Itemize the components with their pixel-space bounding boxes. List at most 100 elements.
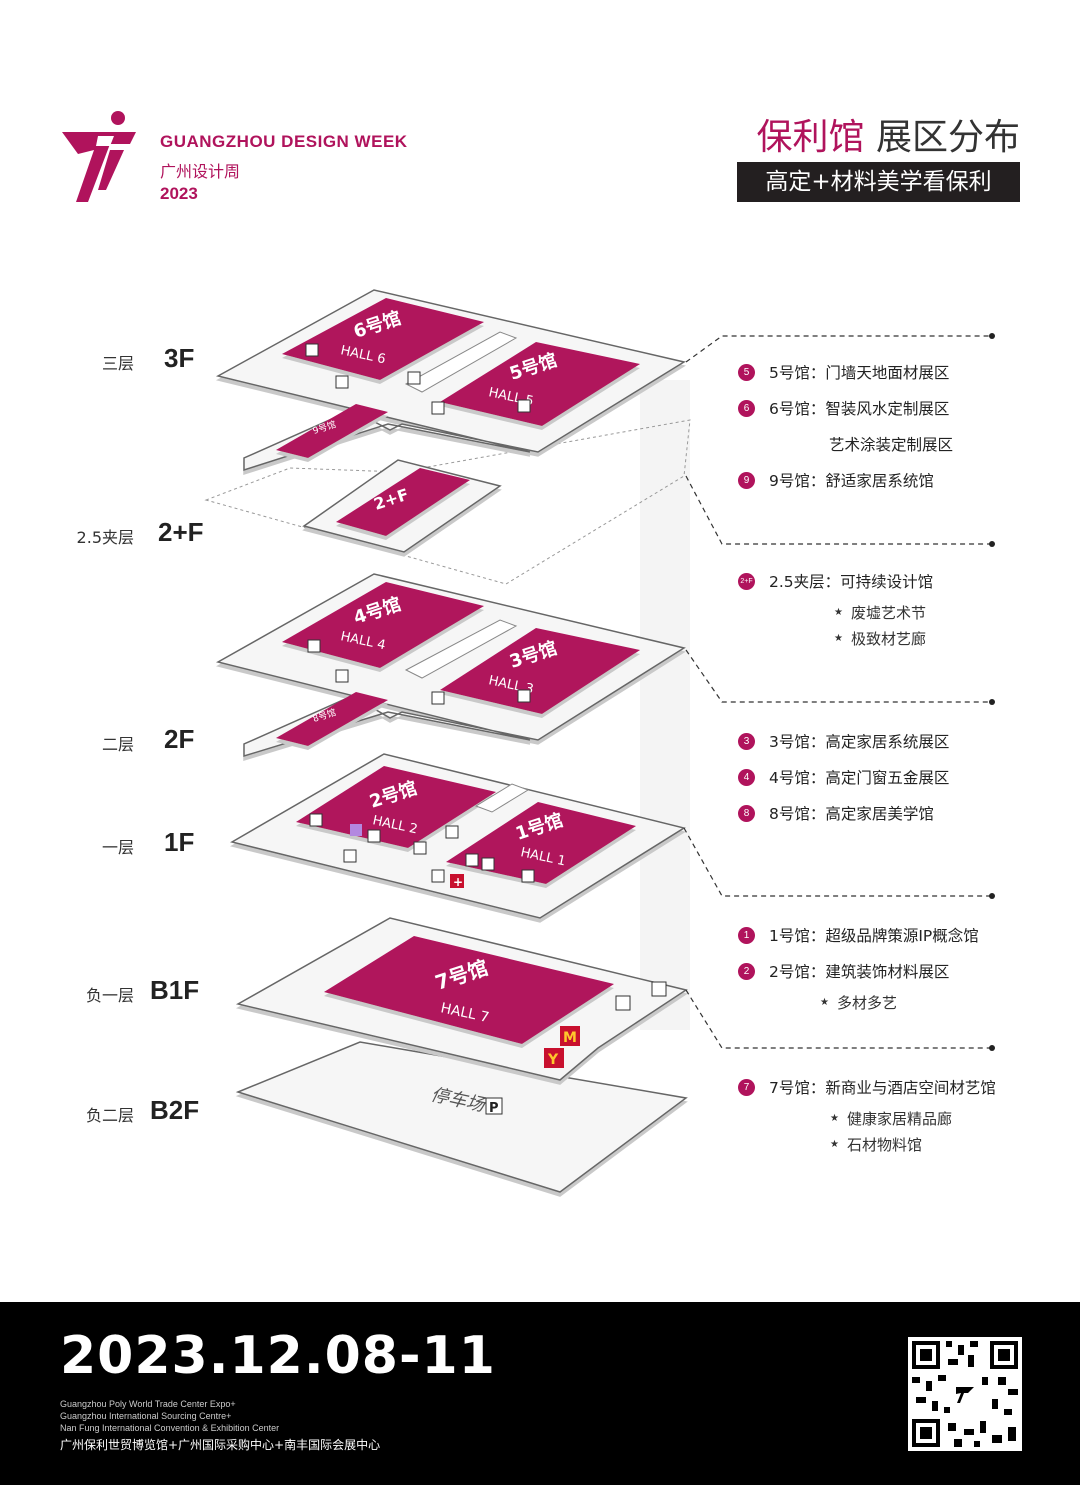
hall-7-block (324, 936, 614, 1044)
floor-1f: 2号馆 HALL 2 1号馆 HALL 1 + (230, 753, 686, 919)
legend-item-1: 1 1号馆：超级品牌策源IP概念馆 (738, 917, 1058, 953)
kfc-icon (544, 1048, 564, 1068)
floor-2f: 4号馆 HALL 4 3号馆 HALL 3 8号馆 (215, 573, 686, 758)
title-rest: 展区分布 (875, 117, 1020, 158)
title-highlight: 保利馆 (756, 117, 865, 158)
video-icon (350, 824, 362, 836)
floor-2plusf: 2+F (204, 419, 691, 585)
legend-text: 2号馆：建筑装饰材料展区 (769, 963, 950, 981)
legend-item-6b: 艺术涂装定制展区 (829, 436, 954, 454)
svg-text:Y: Y (547, 1052, 559, 1068)
floor-label-1f-cn: 一层 (101, 838, 134, 857)
floor-label-3f: 3F (164, 343, 195, 373)
legend-text: 7号馆：新商业与酒店空间材艺馆 (769, 1079, 996, 1097)
legend-2f: 3 3号馆：高定家居系统展区 4 4号馆：高定门窗五金展区 8 8号馆：高定家居美学馆 (738, 723, 1058, 831)
svg-text:+: + (453, 875, 463, 889)
hall-3-block (440, 628, 640, 714)
venue-cn: 广州保利世贸博览馆+广州国际采购中心+南丰国际会展中心 (60, 1438, 381, 1452)
floor-label-2pf-cn: 2.5夹层 (76, 528, 134, 547)
logo-title-en: GUANGZHOU DESIGN WEEK (160, 132, 408, 151)
gdw-logo-icon (62, 111, 136, 202)
escalator-icon (431, 869, 445, 883)
luggage-icon (367, 829, 381, 843)
hall-2-block (296, 766, 496, 848)
parking-icon-label: P (489, 1101, 499, 1116)
legend-item-3: 3 3号馆：高定家居系统展区 (738, 723, 1058, 759)
info-icon (413, 841, 427, 855)
floor-label-b2f-cn: 负二层 (85, 1106, 134, 1125)
legend-num: 8 (738, 804, 755, 822)
legend-text: 8号馆：高定家居美学馆 (769, 805, 934, 823)
first-aid-icon (450, 874, 464, 888)
escalator-icon (431, 401, 445, 415)
parking-icon (485, 1097, 503, 1115)
legend-item-6: 6 6号馆：智装风水定制展区 (738, 390, 1058, 426)
venue-en-3: Nan Fung International Convention & Exhi… (60, 1423, 280, 1433)
legend-sub-item: ★极致材艺廊 (834, 629, 926, 648)
floor-b1f: 7号馆 HALL 7 M Y (235, 917, 688, 1081)
legend-text: 3号馆：高定家居系统展区 (769, 733, 950, 751)
restroom-icon (517, 689, 531, 703)
restroom-icon (305, 343, 319, 357)
escalator-icon (431, 691, 445, 705)
legend-sub-item: ★健康家居精品廊 (830, 1109, 952, 1128)
floor-label-2pf: 2+F (158, 517, 204, 547)
legend-text: 4号馆：高定门窗五金展区 (769, 769, 950, 787)
qr-code-icon[interactable] (908, 1337, 1022, 1451)
cafe-icon (445, 825, 459, 839)
floor-label-b2f: B2F (150, 1095, 200, 1125)
svg-text:M: M (563, 1030, 577, 1046)
hall-2plusf-block (336, 468, 470, 536)
restroom-icon (481, 857, 495, 871)
legend-item-8: 8 8号馆：高定家居美学馆 (738, 795, 1058, 831)
venue-en-1: Guangzhou Poly World Trade Center Expo+ (60, 1399, 236, 1409)
info-icon (407, 371, 421, 385)
restroom-icon (651, 981, 667, 997)
floor-label-2f-cn: 二层 (101, 735, 134, 754)
legend-text: 6号馆：智装风水定制展区 (769, 400, 950, 418)
legend-connectors (683, 335, 990, 1049)
footer-bar (0, 1302, 1080, 1485)
escalator-icon (335, 669, 349, 683)
legend-sub-item: ★石材物料馆 (830, 1135, 922, 1154)
floor-3f: 6号馆 HALL 6 5号馆 HALL 5 9号馆 (215, 289, 686, 472)
floor-label-3f-cn: 三层 (101, 354, 134, 373)
hall-6-block (282, 298, 484, 380)
legend-text: 2.5夹层：可持续设计馆 (769, 573, 934, 591)
restroom-icon (521, 869, 535, 883)
hall-5-block (440, 342, 640, 426)
legend-item-2: 2 2号馆：建筑装饰材料展区 (738, 953, 1058, 989)
legend-num: 4 (738, 768, 755, 786)
hall-8-block (276, 692, 388, 746)
hall-4-block (282, 582, 484, 668)
legend-num: 9 (738, 471, 755, 489)
floor-label-b1f: B1F (150, 975, 200, 1005)
legend-item-4: 4 4号馆：高定门窗五金展区 (738, 759, 1058, 795)
legend-num: 1 (738, 926, 755, 944)
restroom-icon (309, 813, 323, 827)
floor-label-b1f-cn: 负一层 (85, 986, 134, 1005)
page-title: 保利馆 展区分布 (757, 108, 1020, 160)
escalator-icon (335, 375, 349, 389)
floor-map: 停车场 P 7号馆 HALL 7 M Y 2号馆 HALL 2 1号馆 HALL… (204, 289, 995, 1193)
legend-num: 2 (738, 962, 755, 980)
escalator-icon (343, 849, 357, 863)
legend-num: 6 (738, 399, 755, 417)
floor-label-1f: 1F (164, 827, 195, 857)
hall-9-block (276, 404, 388, 458)
legend-sub-item: ★多材多艺 (820, 993, 897, 1012)
page-subtitle: 高定+材料美学看保利 (737, 162, 1020, 202)
floor-b2f: 停车场 P (235, 1041, 688, 1193)
floor-label-2f: 2F (164, 724, 195, 754)
legend-1f: 1 1号馆：超级品牌策源IP概念馆 2 2号馆：建筑装饰材料展区 ★多材多艺 (738, 917, 1058, 1015)
mcdonalds-icon (560, 1026, 580, 1046)
legend-text: 1号馆：超级品牌策源IP概念馆 (769, 927, 979, 945)
legend-num: 3 (738, 732, 755, 750)
restroom-icon (307, 639, 321, 653)
